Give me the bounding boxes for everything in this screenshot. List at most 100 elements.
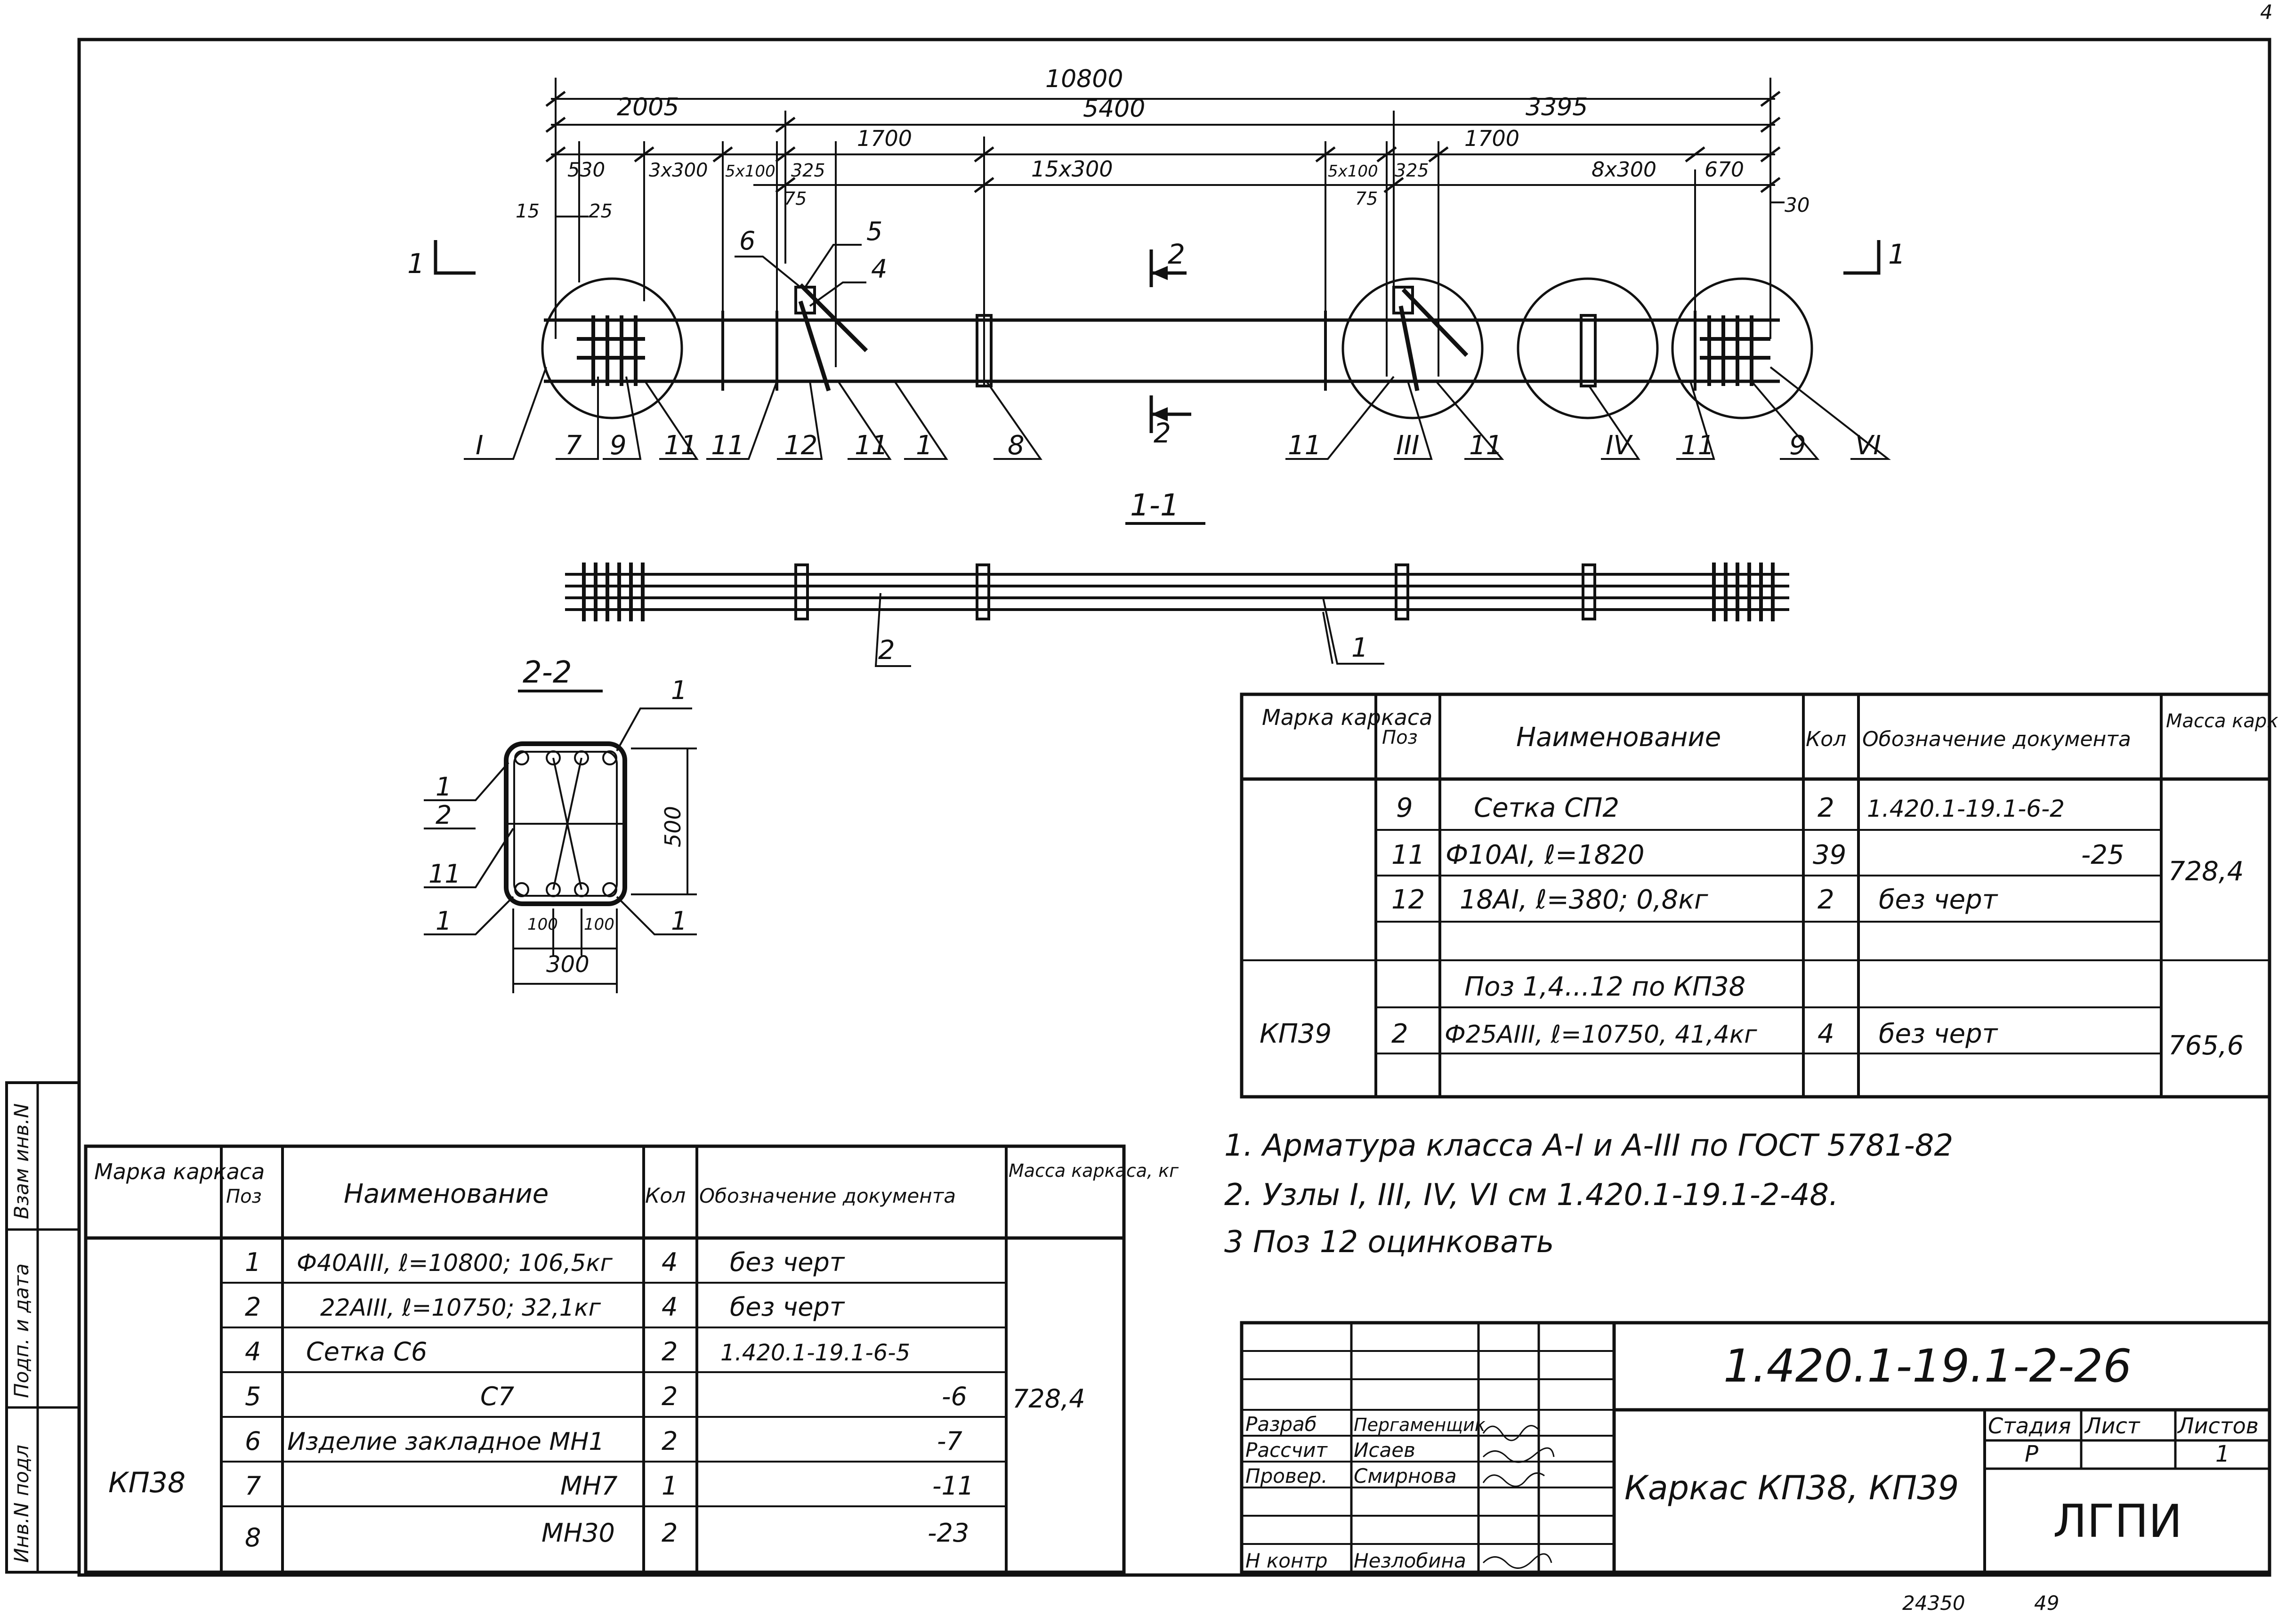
title-block-stage-label: Стадия: [1988, 1413, 2071, 1439]
table-left-row6-pos: 7: [245, 1471, 261, 1501]
table-left-row1-pos: 1: [245, 1247, 261, 1277]
callout-node-I: I: [476, 430, 484, 461]
table-right-header-pos: Поз: [1382, 727, 1418, 748]
table-right-row2-qty: 39: [1813, 840, 1846, 870]
title-block-sheets-label: Листов: [2177, 1413, 2259, 1439]
table-right-row6-qty: 4: [1818, 1019, 1834, 1049]
table-left-row4-doc: -6: [942, 1382, 967, 1411]
table-left-row3-qty: 2: [662, 1337, 678, 1367]
dim-5x100-b: 5x100: [1328, 162, 1378, 181]
section-mark-1-right: 1: [1888, 238, 1906, 270]
callout-11-c: 11: [855, 430, 888, 461]
section-1-1-callout-1: 1: [1351, 633, 1368, 663]
dim-right: 3395: [1526, 93, 1588, 121]
table-right-row6-pos: 2: [1391, 1019, 1408, 1049]
section-2-2-title: 2-2: [523, 655, 572, 690]
callout-8: 8: [1008, 430, 1025, 461]
table-left-row4-qty: 2: [662, 1382, 678, 1411]
table-left-row4-pos: 5: [245, 1382, 261, 1411]
section-mark-1-left: 1: [407, 248, 425, 280]
table-left-row7-name: МН30: [541, 1518, 615, 1548]
dim-530: 530: [567, 158, 605, 181]
footer-page: 49: [2034, 1592, 2059, 1615]
table-right-mark-kp39: КП39: [1260, 1019, 1332, 1049]
stamp-cell-replace: Взам инв.N: [10, 1103, 33, 1219]
note-3: 3 Поз 12 оцинковать: [1224, 1225, 1554, 1260]
callout-node-III: III: [1396, 430, 1420, 461]
stamp-cell-inv: Инв.N подл: [10, 1445, 33, 1563]
dim-1700-a: 1700: [857, 126, 912, 151]
section-2-2-dim-300: 300: [546, 951, 590, 978]
table-left-header-qty: Кол: [645, 1184, 686, 1208]
spec-table-left: Марка каркаса Поз Наименование Кол Обозн…: [84, 1144, 1179, 1574]
table-left-row5-name: Изделие закладное МН1: [287, 1428, 604, 1456]
table-right-mass-2: 765,6: [2168, 1030, 2244, 1061]
table-right-mass-1: 728,4: [2168, 856, 2244, 887]
table-right-row1-qty: 2: [1818, 793, 1834, 823]
table-left-header-mark: Марка каркаса: [94, 1159, 265, 1184]
title-block-role-2: Рассчит: [1245, 1439, 1328, 1462]
section-1-1-callout-2: 2: [878, 635, 895, 666]
title-block: 1.420.1-19.1-2-26 Разраб Рассчит Провер.…: [1240, 1321, 2271, 1574]
table-left-header-name: Наименование: [344, 1179, 549, 1209]
table-right-header-doc: Обозначение документа: [1862, 727, 2131, 751]
title-block-name-4: Незлобина: [1354, 1549, 1466, 1572]
dim-8x300: 8x300: [1591, 158, 1656, 182]
corner-mark: 4: [2260, 0, 2273, 24]
title-block-sheets: 1: [2215, 1441, 2230, 1467]
table-left-row2-pos: 2: [245, 1292, 261, 1322]
side-stamp: Инв.N подл Подп. и дата Взам инв.N: [5, 1081, 81, 1574]
title-block-title: Каркас КП38, КП39: [1624, 1469, 1959, 1507]
dim-left: 2005: [617, 93, 679, 121]
dim-75-b: 75: [1355, 188, 1378, 209]
note-2: 2. Узлы I, III, IV, VI см 1.420.1-19.1-2…: [1224, 1178, 1838, 1213]
dim-25: 25: [589, 201, 613, 222]
table-left-row1-qty: 4: [662, 1247, 678, 1277]
table-left-row3-doc: 1.420.1-19.1-6-5: [720, 1340, 910, 1366]
callout-11-e: 11: [1469, 430, 1503, 461]
table-right-row1-name: Сетка СП2: [1474, 793, 1619, 823]
table-right-row2-pos: 11: [1391, 840, 1425, 870]
table-left-row1-name: Ф40АIII, ℓ=10800; 106,5кг: [297, 1249, 613, 1277]
callout-9-right: 9: [1789, 430, 1806, 461]
table-left-row3-pos: 4: [245, 1337, 261, 1367]
section-2-2-dim-100-b: 100: [584, 915, 614, 934]
table-left-row2-doc: без черт: [730, 1292, 845, 1322]
dim-15: 15: [516, 201, 540, 222]
table-left-mark: КП38: [108, 1466, 186, 1499]
section-2-2-callout-top-right: 1: [671, 675, 687, 705]
callout-node-VI: VI: [1855, 430, 1881, 461]
title-block-name-1: Пергаменщик: [1354, 1415, 1486, 1435]
footer-number: 24350: [1902, 1592, 1965, 1615]
table-right-row6-doc: без черт: [1879, 1019, 1998, 1049]
table-left-row2-qty: 4: [662, 1292, 678, 1322]
title-block-role-1: Разраб: [1245, 1413, 1317, 1436]
table-right-row3-pos: 12: [1391, 884, 1425, 915]
table-right-row5-name: Поз 1,4...12 по КП38: [1464, 972, 1745, 1002]
table-left-header-pos: Поз: [226, 1186, 262, 1207]
title-block-code: 1.420.1-19.1-2-26: [1723, 1340, 2132, 1392]
dim-middle: 5400: [1083, 95, 1145, 123]
callout-5: 5: [866, 217, 882, 246]
callout-11-f: 11: [1681, 430, 1714, 461]
table-left-row7-doc: -23: [928, 1518, 969, 1548]
section-mark-2-top: 2: [1168, 238, 1185, 270]
title-block-org: ЛГПИ: [2053, 1495, 2182, 1548]
section-2-2-callout-left-top: 1: [436, 772, 452, 802]
table-right-row3-doc: без черт: [1879, 884, 1998, 915]
spec-table-right: Марка каркаса Поз Наименование Кол Обозн…: [1240, 692, 2278, 1099]
table-left-row7-pos: 8: [245, 1523, 261, 1552]
section-1-1: 1-1 2: [565, 488, 1789, 667]
note-1: 1. Арматура класса А-I и А-III по ГОСТ 5…: [1224, 1128, 1953, 1163]
table-right-header-qty: Кол: [1806, 727, 1846, 751]
section-2-2-callout-right-bottom: 1: [671, 906, 687, 936]
dim-5x100-a: 5x100: [725, 162, 775, 181]
title-block-name-2: Исаев: [1354, 1439, 1415, 1462]
section-2-2: 2-2: [424, 655, 697, 993]
section-1-1-title: 1-1: [1130, 488, 1179, 523]
dim-3x300: 3x300: [649, 160, 708, 181]
table-left-row6-qty: 1: [662, 1471, 678, 1501]
table-left-row1-doc: без черт: [730, 1247, 845, 1277]
table-right-row2-name: Ф10АI, ℓ=1820: [1446, 840, 1644, 870]
table-left-row5-qty: 2: [662, 1426, 678, 1456]
